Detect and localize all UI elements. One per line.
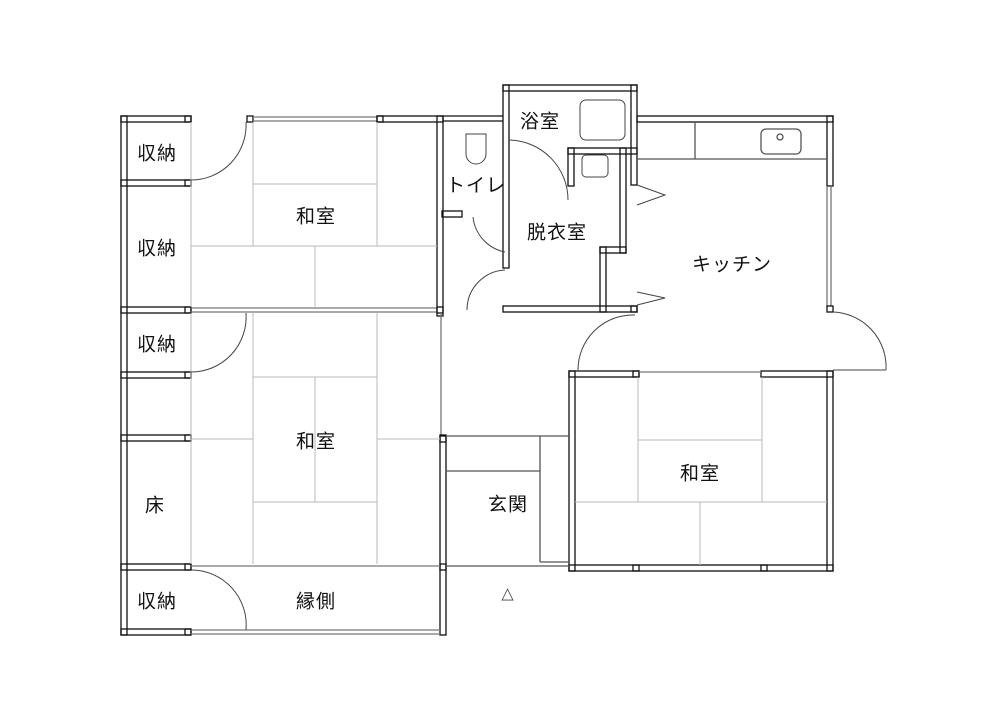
room-label-storage-4: 収納 [136, 590, 178, 613]
room-label-washitsu-1: 和室 [295, 205, 337, 228]
entrance-triangle-icon: △ [501, 583, 515, 603]
room-label-kitchen: キッチン [691, 253, 773, 276]
room-label-dressing-room: 脱衣室 [526, 221, 588, 244]
room-label-toilet: トイレ [445, 174, 507, 197]
room-label-storage-3: 収納 [136, 333, 178, 356]
wall-west [120, 115, 128, 636]
room-label-storage-1: 収納 [136, 142, 178, 165]
room-label-washitsu-2: 和室 [295, 430, 337, 453]
room-label-bathroom: 浴室 [519, 110, 561, 133]
room-label-washitsu-3: 和室 [679, 462, 721, 485]
room-label-engawa: 縁側 [295, 590, 337, 613]
room-label-storage-2: 収納 [136, 237, 178, 260]
wall [120, 115, 192, 123]
room-label-entrance: 玄関 [487, 493, 529, 516]
room-label-tokonoma: 床 [144, 494, 166, 517]
